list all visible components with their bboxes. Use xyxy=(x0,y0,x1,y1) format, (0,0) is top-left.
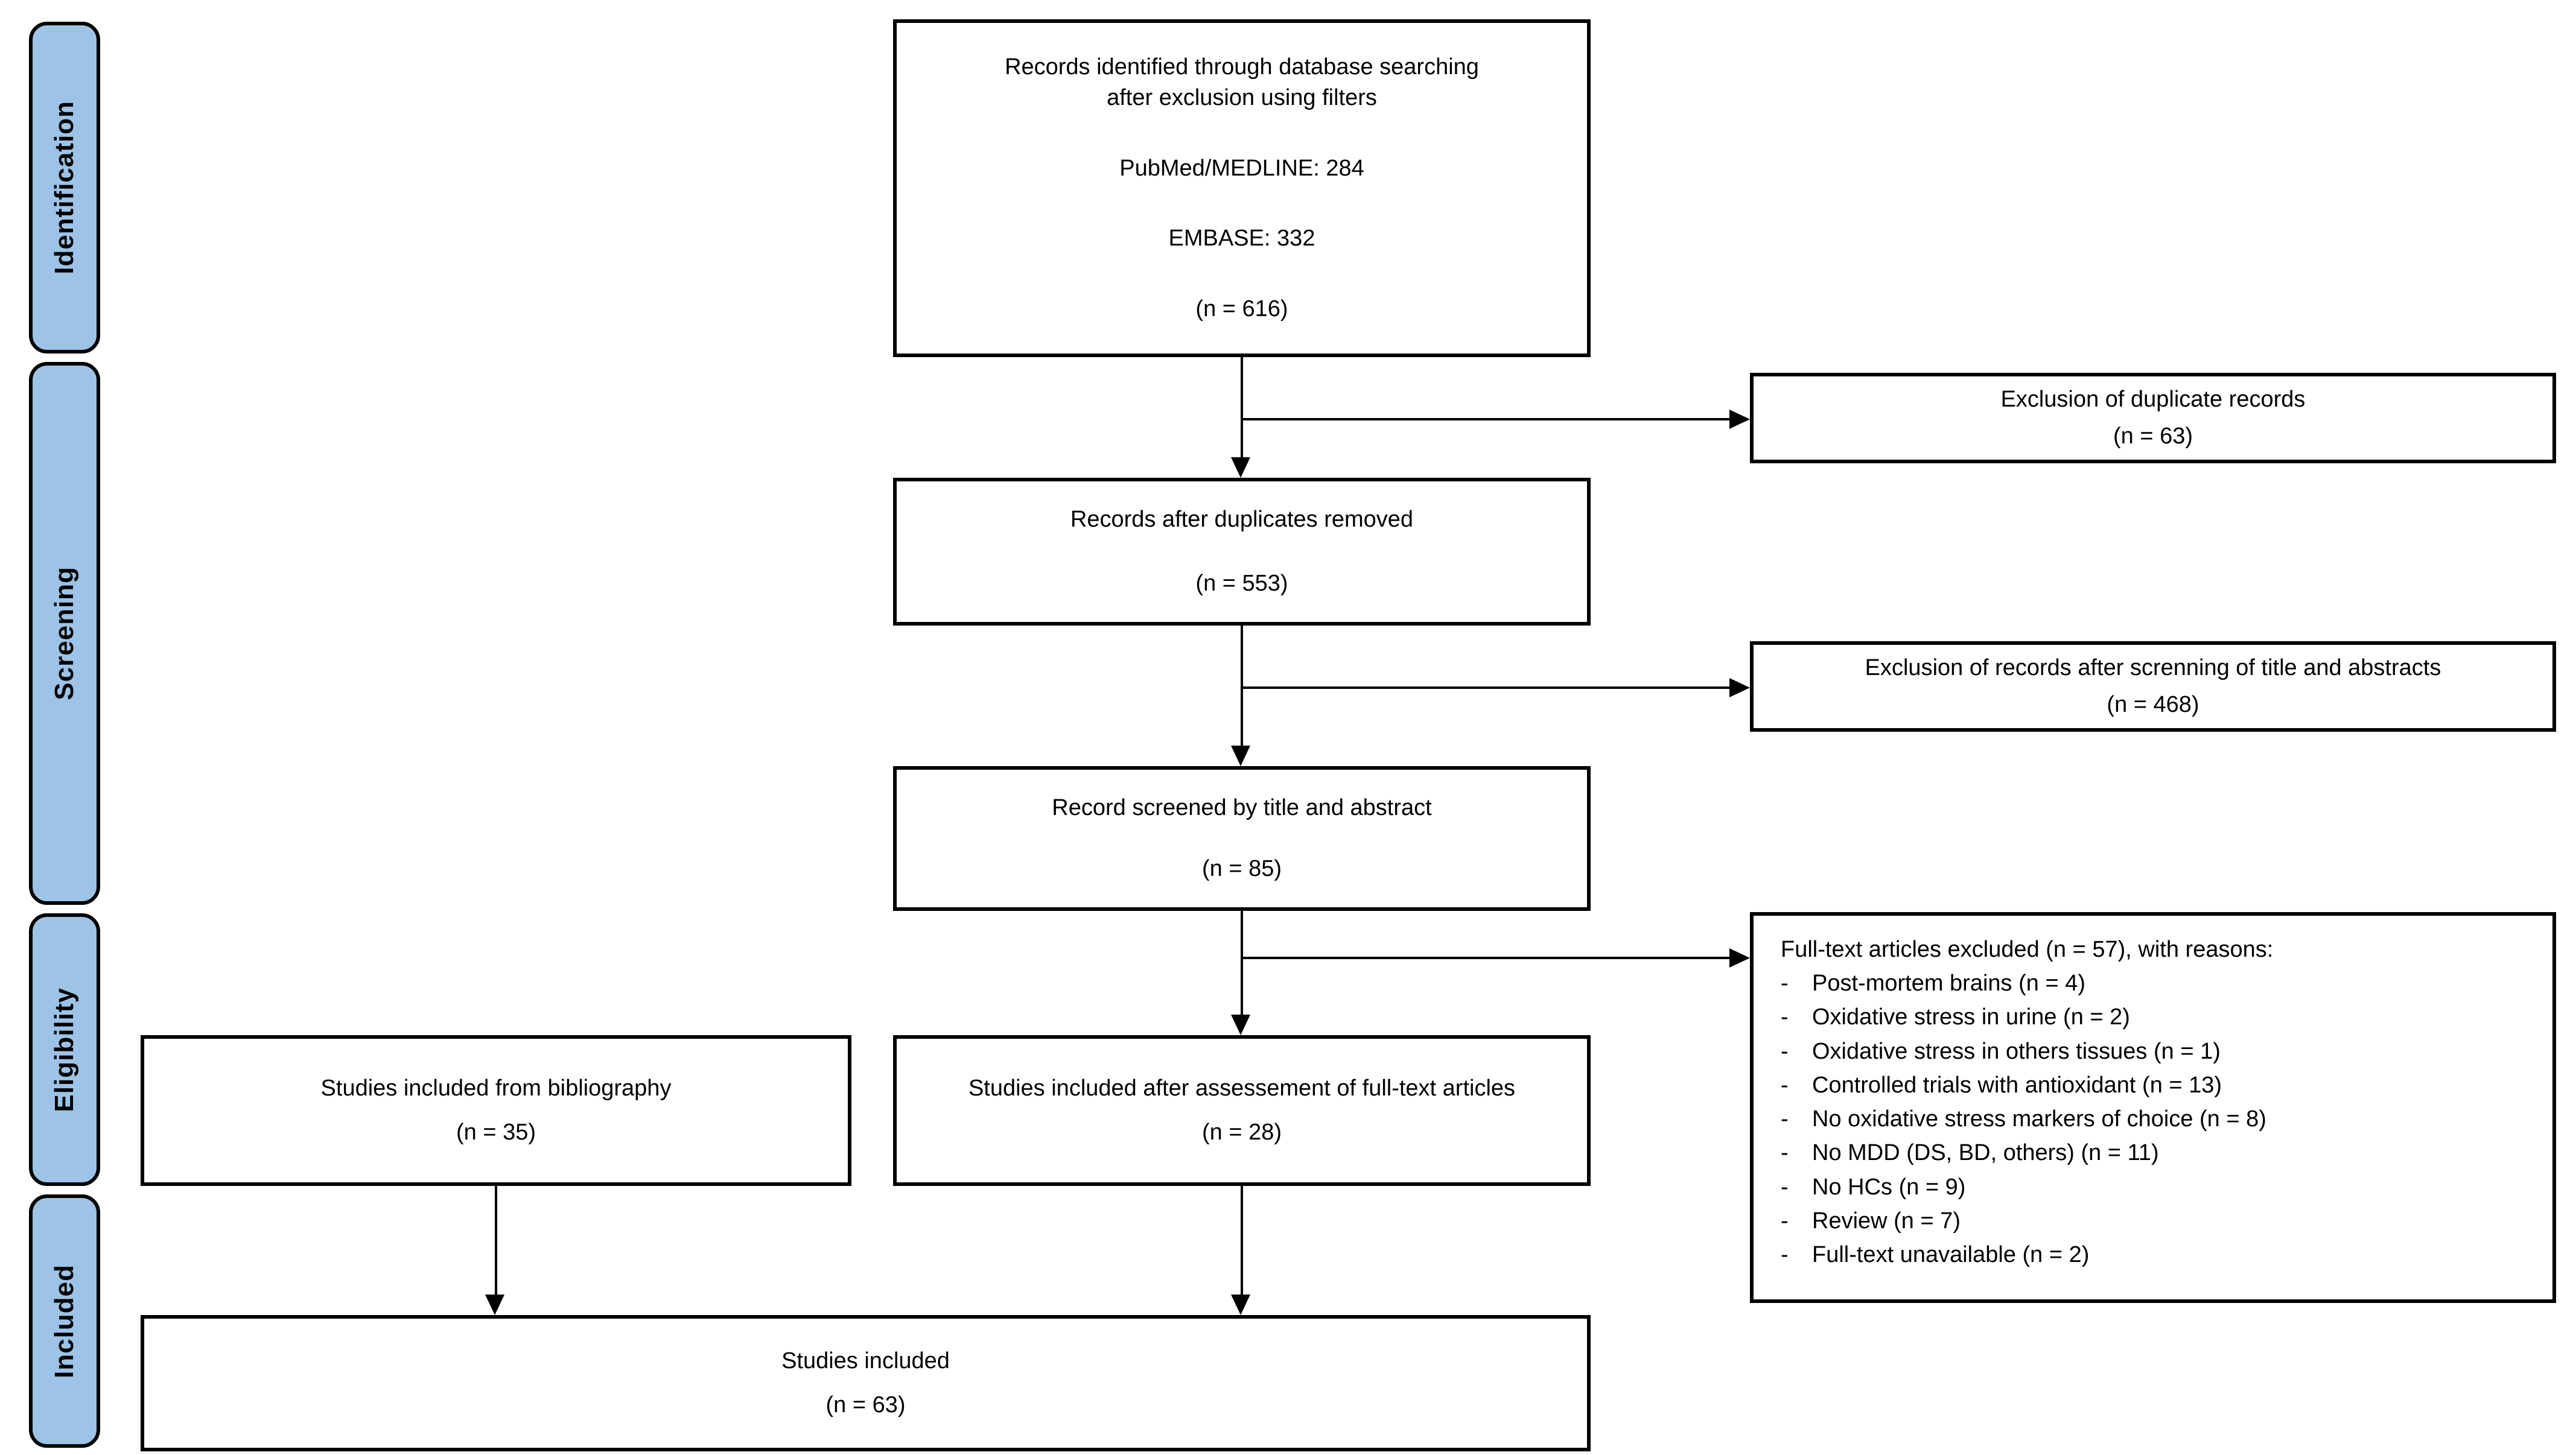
box-exclusion-fulltext: Full-text articles excluded (n = 57), wi… xyxy=(1750,912,2556,1303)
connector-branch-fulltext xyxy=(1242,957,1731,959)
connector-branch-duplicates xyxy=(1242,418,1731,420)
box-label: Exclusion of records after screnning of … xyxy=(1865,655,2441,680)
bullet-dash: - xyxy=(1781,1072,1789,1098)
bullet-dash: - xyxy=(1781,1038,1789,1064)
box-exclusion-duplicates: Exclusion of duplicate records (n = 63) xyxy=(1750,373,2556,463)
connector-identified-to-afterdup xyxy=(1241,357,1243,457)
connector-branch-screening xyxy=(1242,686,1731,689)
box-after-duplicates: Records after duplicates removed (n = 55… xyxy=(893,478,1591,626)
box-count: (n = 468) xyxy=(2107,692,2199,717)
exclusion-reason: - Controlled trials with antioxidant (n … xyxy=(1781,1068,2534,1102)
connector-afterdup-to-screened xyxy=(1241,626,1243,746)
box-label: Records after duplicates removed xyxy=(1070,507,1414,532)
pubmed-count: PubMed/MEDLINE: 284 xyxy=(1119,155,1364,181)
exclusion-title: Full-text articles excluded (n = 57), wi… xyxy=(1781,937,2274,962)
box-label: Studies included from bibliography xyxy=(320,1075,672,1101)
bullet-dash: - xyxy=(1781,1242,1789,1268)
stage-eligibility: Eligibility xyxy=(29,913,100,1186)
stage-identification: Identification xyxy=(29,22,100,353)
connector-screened-to-fulltext xyxy=(1241,911,1243,1015)
arrowhead-right-icon xyxy=(1729,678,1750,697)
box-label: Exclusion of duplicate records xyxy=(2000,386,2306,412)
box-count: (n = 35) xyxy=(456,1120,536,1145)
box-count: (n = 553) xyxy=(1195,570,1288,596)
exclusion-reason: - Oxidative stress in urine (n = 2) xyxy=(1781,1000,2534,1034)
bullet-dash: - xyxy=(1781,1004,1789,1030)
exclusion-reason: - No MDD (DS, BD, others) (n = 11) xyxy=(1781,1136,2534,1170)
stage-label: Identification xyxy=(49,101,79,274)
exclusion-reason: - Full-text unavailable (n = 2) xyxy=(1781,1238,2534,1272)
box-count: (n = 85) xyxy=(1201,855,1282,881)
connector-bibliography-to-included xyxy=(495,1186,497,1295)
exclusion-reason: - Oxidative stress in others tissues (n … xyxy=(1781,1035,2534,1068)
exclusion-reason: - Post-mortem brains (n = 4) xyxy=(1781,966,2534,1000)
exclusion-reason: - No oxidative stress markers of choice … xyxy=(1781,1102,2534,1136)
stage-included: Included xyxy=(29,1194,100,1448)
stage-screening: Screening xyxy=(29,362,100,905)
embase-count: EMBASE: 332 xyxy=(1168,226,1315,252)
reason-text: Full-text unavailable (n = 2) xyxy=(1812,1242,2090,1268)
stage-label: Included xyxy=(49,1264,79,1378)
box-label: Studies included after assessement of fu… xyxy=(968,1075,1516,1101)
reason-text: No HCs (n = 9) xyxy=(1812,1174,1966,1200)
arrowhead-down-icon xyxy=(485,1295,504,1315)
arrowhead-down-icon xyxy=(1231,457,1250,478)
bullet-dash: - xyxy=(1781,1174,1789,1200)
box-screened: Record screened by title and abstract (n… xyxy=(893,766,1591,911)
box-bibliography: Studies included from bibliography (n = … xyxy=(141,1035,851,1186)
box-count: (n = 63) xyxy=(2113,423,2193,449)
arrowhead-down-icon xyxy=(1231,1295,1250,1315)
bullet-dash: - xyxy=(1781,1140,1789,1166)
box-count: (n = 63) xyxy=(825,1392,906,1418)
stage-label: Eligibility xyxy=(49,987,79,1112)
arrowhead-down-icon xyxy=(1231,1015,1250,1035)
arrowhead-right-icon xyxy=(1729,948,1750,968)
reason-text: No oxidative stress markers of choice (n… xyxy=(1812,1106,2266,1132)
reason-text: Review (n = 7) xyxy=(1812,1208,1961,1234)
reason-text: Controlled trials with antioxidant (n = … xyxy=(1812,1072,2222,1098)
reason-text: No MDD (DS, BD, others) (n = 11) xyxy=(1812,1140,2159,1166)
connector-fulltext-to-included xyxy=(1241,1186,1243,1295)
records-identified-line2: after exclusion using filters xyxy=(1107,85,1377,111)
reason-text: Oxidative stress in others tissues (n = … xyxy=(1812,1038,2221,1064)
box-studies-included: Studies included (n = 63) xyxy=(141,1315,1591,1451)
arrowhead-down-icon xyxy=(1231,746,1250,766)
box-title: Records identified through database sear… xyxy=(915,52,1569,114)
bullet-dash: - xyxy=(1781,1106,1789,1132)
bullet-dash: - xyxy=(1781,1208,1789,1234)
reason-text: Oxidative stress in urine (n = 2) xyxy=(1812,1004,2130,1030)
box-records-identified: Records identified through database sear… xyxy=(893,19,1591,357)
bullet-dash: - xyxy=(1781,971,1789,997)
reason-text: Post-mortem brains (n = 4) xyxy=(1812,971,2085,997)
box-count: (n = 28) xyxy=(1201,1120,1282,1145)
box-exclusion-screening: Exclusion of records after screnning of … xyxy=(1750,641,2556,732)
box-fulltext-included: Studies included after assessement of fu… xyxy=(893,1035,1591,1186)
box-label: Studies included xyxy=(781,1348,950,1374)
arrowhead-right-icon xyxy=(1729,410,1750,429)
records-identified-line1: Records identified through database sear… xyxy=(1005,54,1479,80)
box-label: Record screened by title and abstract xyxy=(1052,795,1432,820)
total-count: (n = 616) xyxy=(1195,296,1288,322)
exclusion-reason: - No HCs (n = 9) xyxy=(1781,1170,2534,1204)
stage-label: Screening xyxy=(49,566,79,700)
exclusion-reason: - Review (n = 7) xyxy=(1781,1204,2534,1238)
